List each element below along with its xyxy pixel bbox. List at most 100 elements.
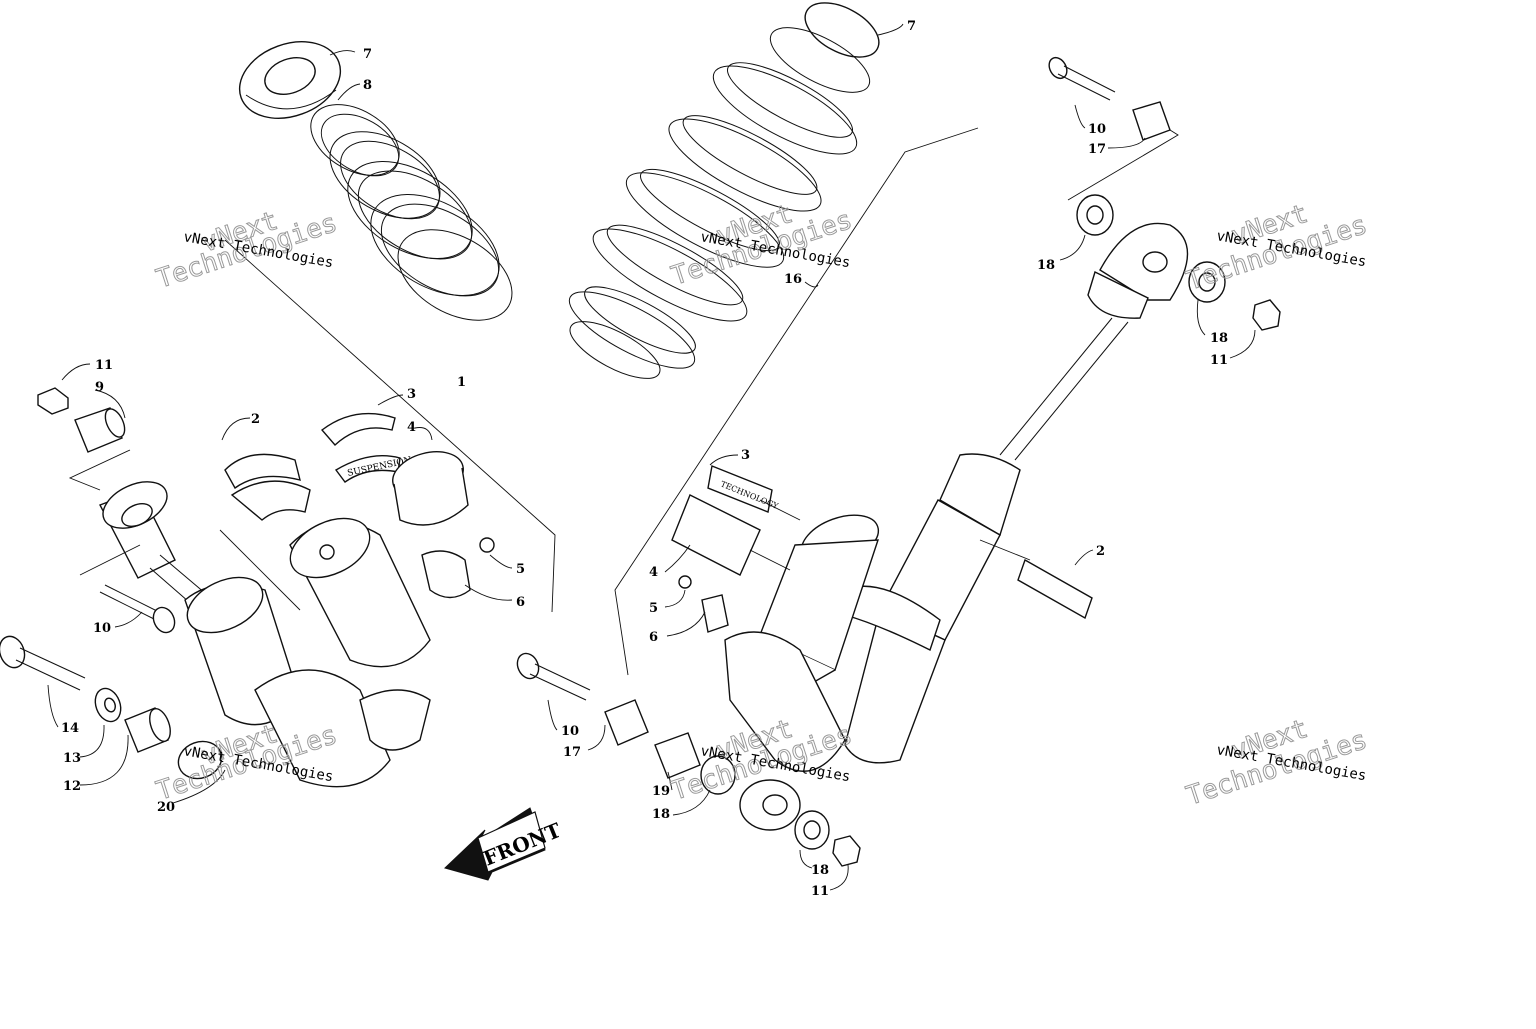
callout-3-right: 3 bbox=[741, 448, 750, 463]
bolt-10-left bbox=[99, 584, 176, 634]
bushing-18-top-right bbox=[1188, 261, 1226, 303]
callout-2-left: 2 bbox=[251, 412, 260, 427]
clip-left bbox=[421, 537, 495, 599]
bushing-18-bottom-a bbox=[700, 755, 736, 795]
leader-10-top bbox=[1074, 104, 1086, 129]
leader-10-left bbox=[114, 611, 143, 628]
washer-13 bbox=[94, 687, 122, 723]
leader-5-right bbox=[664, 589, 686, 608]
shock-shaft bbox=[999, 317, 1129, 461]
callout-8: 8 bbox=[363, 78, 372, 93]
sleeve-17-bottom bbox=[604, 699, 649, 746]
shock-top-eye bbox=[1087, 222, 1189, 319]
callout-18-top: 18 bbox=[1037, 258, 1055, 273]
leader-group-left bbox=[68, 449, 301, 611]
bushing-18-bottom-b bbox=[794, 810, 830, 850]
callout-13: 13 bbox=[63, 751, 81, 766]
leader-7-right bbox=[877, 23, 904, 36]
callout-14: 14 bbox=[61, 721, 79, 736]
leader-3-left bbox=[377, 394, 404, 406]
leader-17-bottom bbox=[587, 724, 606, 751]
callout-1: 1 bbox=[457, 375, 466, 390]
watermark-6: vNext Technologies vNext Technologies bbox=[1182, 713, 1371, 812]
leader-6-right bbox=[666, 611, 706, 637]
leader-group-top bbox=[1067, 129, 1179, 201]
spacer-12 bbox=[124, 707, 171, 753]
watermark-3: vNext Technologies vNext Technologies bbox=[1182, 198, 1371, 297]
leader-1 bbox=[224, 239, 556, 613]
callout-4-right: 4 bbox=[649, 565, 658, 580]
leader-20 bbox=[172, 769, 226, 804]
leader-2-left bbox=[221, 417, 251, 441]
watermark-1: vNext Technologies vNext Technologies bbox=[152, 205, 341, 295]
decal-2-left bbox=[224, 453, 311, 521]
leader-11-bottom bbox=[829, 864, 849, 891]
callout-2-right: 2 bbox=[1096, 544, 1105, 559]
nut-11-left bbox=[37, 387, 69, 415]
sleeve-9 bbox=[74, 407, 126, 453]
callout-18-right: 18 bbox=[1210, 331, 1228, 346]
callout-16: 16 bbox=[784, 272, 802, 287]
callout-7-left: 7 bbox=[363, 47, 372, 62]
shock-body-right bbox=[844, 453, 1021, 764]
sleeve-19 bbox=[654, 732, 701, 779]
leader-7-left bbox=[329, 50, 356, 56]
decal-2-right bbox=[1017, 558, 1093, 620]
leader-group-right-a bbox=[749, 499, 1031, 571]
front-arrow: FRONT bbox=[444, 807, 564, 881]
leader-4-right bbox=[664, 544, 691, 573]
callout-3-left: 3 bbox=[407, 387, 416, 402]
leader-2-right bbox=[1074, 549, 1094, 566]
callout-17-bottom: 17 bbox=[563, 745, 581, 760]
right-shock-assembly: TECHNOLOGY bbox=[516, 56, 1281, 891]
nut-11-top bbox=[1252, 299, 1281, 331]
leader-18-bottom-a bbox=[672, 789, 711, 816]
callout-6-left: 6 bbox=[516, 595, 525, 610]
leader-8 bbox=[337, 83, 361, 101]
watermark-2: vNext Technologies vNext Technologies bbox=[667, 198, 856, 292]
callout-6-right: 6 bbox=[649, 630, 658, 645]
callout-9: 9 bbox=[95, 380, 104, 395]
callout-4-left: 4 bbox=[407, 420, 416, 435]
callout-11-right: 11 bbox=[1210, 353, 1228, 368]
leader-16 bbox=[614, 127, 979, 676]
callout-20: 20 bbox=[157, 800, 175, 815]
coil-spring-large bbox=[568, 2, 880, 379]
callout-10-bottom: 10 bbox=[561, 724, 579, 739]
shock-body-left bbox=[99, 481, 431, 788]
left-shock-assembly: SUSPENSION bbox=[0, 41, 556, 804]
callout-18-bottom-a: 18 bbox=[652, 807, 670, 822]
callout-5-left: 5 bbox=[516, 562, 525, 577]
leader-12 bbox=[79, 734, 129, 786]
leader-18-top bbox=[1059, 234, 1086, 261]
leader-18-bottom-b bbox=[799, 849, 813, 869]
callout-10-left: 10 bbox=[93, 621, 111, 636]
bolt-10-bottom bbox=[516, 652, 591, 701]
callout-17-top: 17 bbox=[1088, 142, 1106, 157]
callout-7-right: 7 bbox=[907, 19, 916, 34]
callout-10-top: 10 bbox=[1088, 122, 1106, 137]
callout-11-bottom: 11 bbox=[811, 884, 829, 899]
leader-10-bottom bbox=[547, 699, 558, 731]
decal-4-right bbox=[671, 494, 761, 576]
leader-6-left bbox=[464, 584, 513, 601]
spring-retainer-left bbox=[238, 41, 342, 119]
shock-lower-mount bbox=[724, 631, 846, 831]
clip-right bbox=[678, 575, 729, 633]
leader-5-left bbox=[489, 554, 513, 569]
ring-20 bbox=[177, 740, 223, 780]
callout-5-right: 5 bbox=[649, 601, 658, 616]
bushing-18-top-left bbox=[1076, 194, 1114, 236]
callout-12: 12 bbox=[63, 779, 81, 794]
callout-18-bottom-b: 18 bbox=[811, 863, 829, 878]
leader-17-top bbox=[1107, 137, 1146, 149]
nut-11-bottom bbox=[832, 835, 861, 867]
leader-11-left bbox=[61, 363, 91, 381]
callout-labels: 7 8 1 3 4 2 11 9 5 6 10 14 13 12 20 7 16… bbox=[61, 19, 1228, 899]
leader-13 bbox=[79, 724, 105, 758]
callout-11-left: 11 bbox=[95, 358, 113, 373]
leader-18-right bbox=[1196, 299, 1206, 336]
leader-14 bbox=[47, 684, 59, 728]
